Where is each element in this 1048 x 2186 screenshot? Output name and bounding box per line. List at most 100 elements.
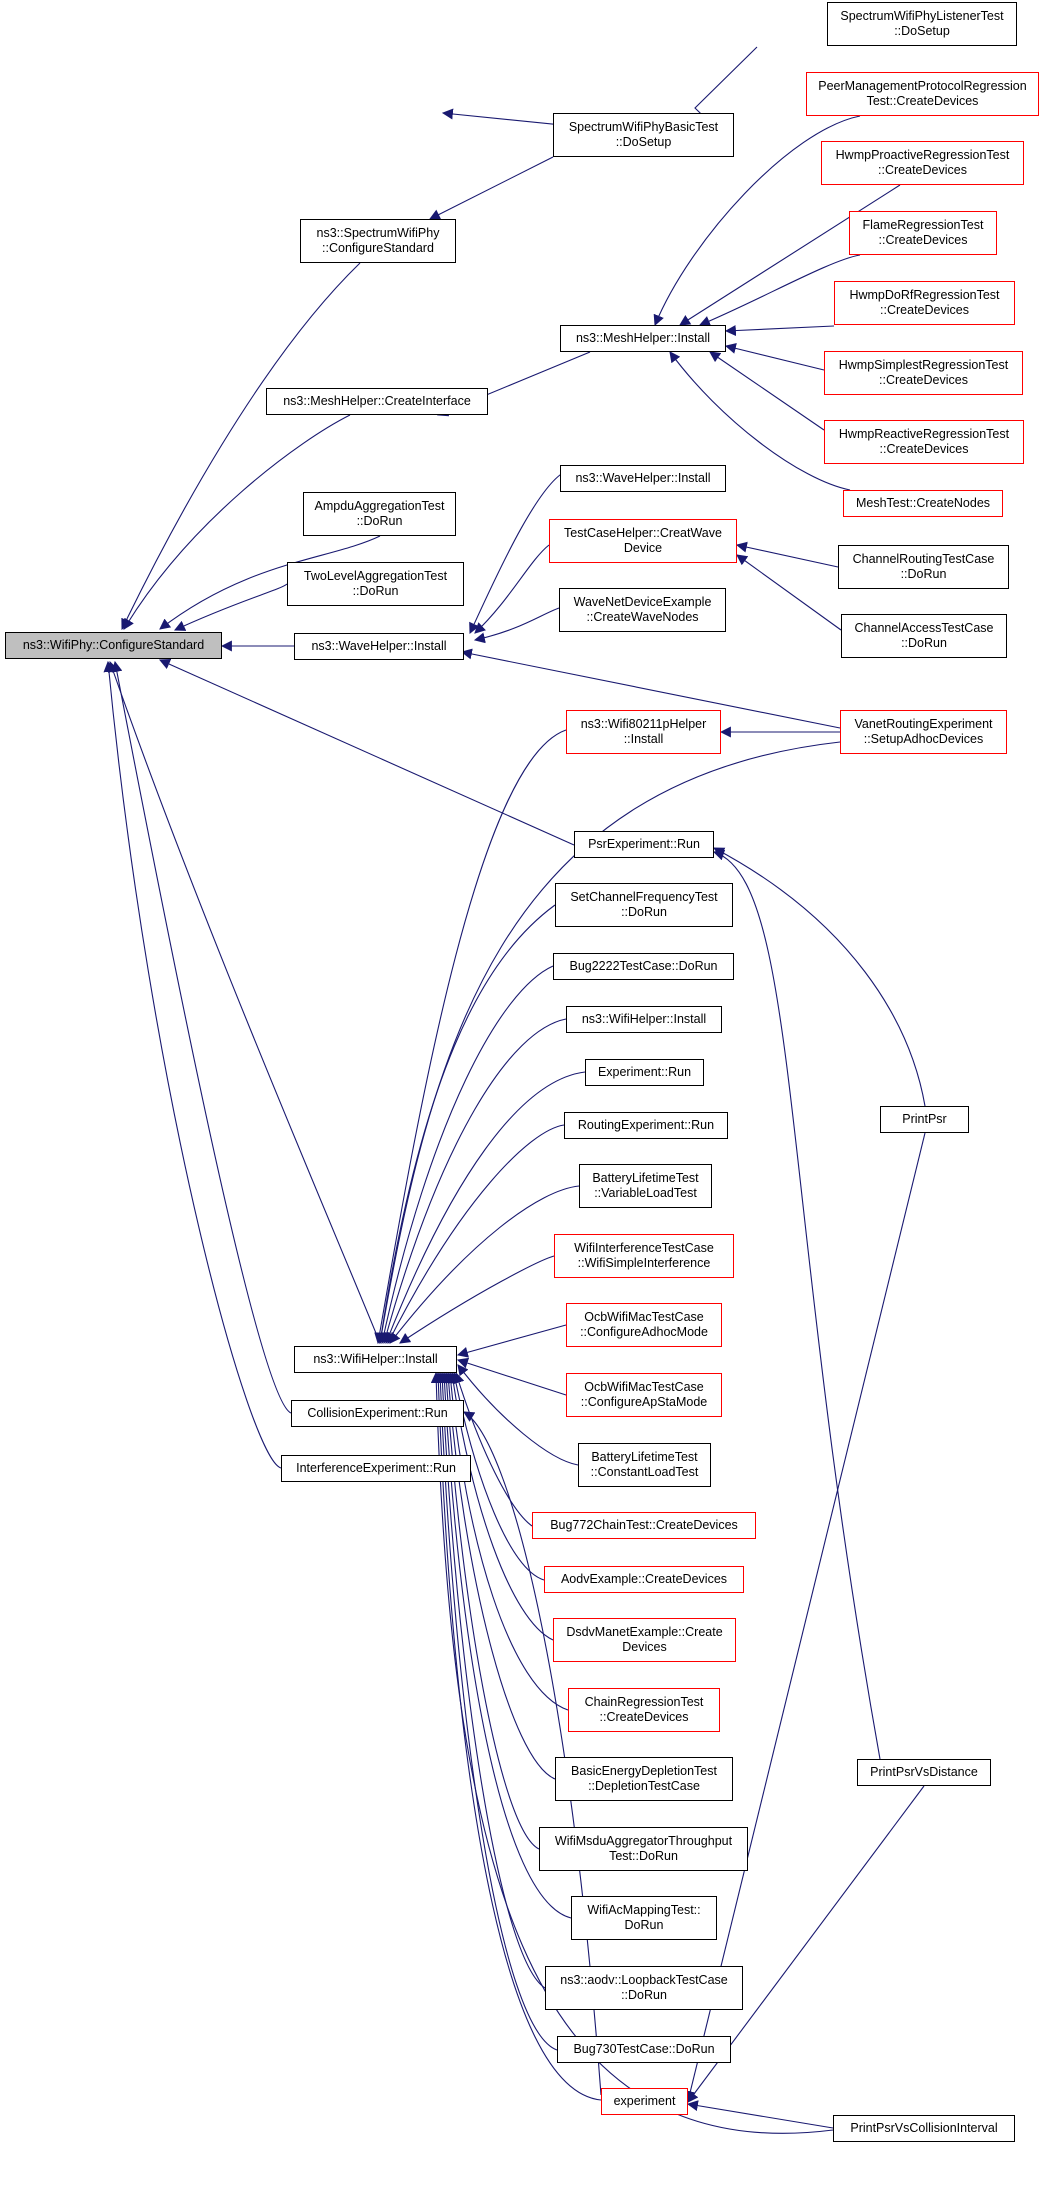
node-label: VanetRoutingExperiment [854,717,993,731]
node-label: ::Install [623,732,664,746]
node-label: ::DepletionTestCase [588,1779,700,1793]
call-edge [460,648,841,729]
node-collisionexperiment-run[interactable]: CollisionExperiment::Run [291,1400,464,1427]
node-label: Device [623,541,663,555]
call-edge [387,1124,565,1344]
node-meshhelper-install[interactable]: ns3::MeshHelper::Install [560,325,726,352]
call-edge [447,1371,554,1641]
node-batterylifetimetest-constantloadtest[interactable]: BatteryLifetimeTest ::ConstantLoadTest [578,1443,711,1487]
node-experiment[interactable]: experiment [601,2088,688,2115]
node-label: ::DoRun [621,1988,667,2002]
node-hwmpproactiveregressiontest-createdevices[interactable]: HwmpProactiveRegressionTest ::CreateDevi… [821,141,1024,185]
node-bug772chaintest-createdevices[interactable]: Bug772ChainTest::CreateDevices [532,1512,756,1539]
node-label: HwmpSimplestRegressionTest [838,358,1009,372]
call-edge [381,1018,567,1345]
node-wifimsduaggregatorthroughputtest-dorun[interactable]: WifiMsduAggregatorThroughput Test::DoRun [539,1827,748,1871]
node-chainregressiontest-createdevices[interactable]: ChainRegressionTest ::CreateDevices [568,1688,720,1732]
node-ampduaggregationtest-dorun[interactable]: AmpduAggregationTest ::DoRun [303,492,456,536]
node-hwmpreactiveregressiontest-createdevices[interactable]: HwmpReactiveRegressionTest ::CreateDevic… [824,420,1024,464]
node-flameregressiontest-createdevices[interactable]: FlameRegressionTest ::CreateDevices [849,211,997,255]
node-label: Test::DoRun [609,1849,678,1863]
node-printpsrvsdistance[interactable]: PrintPsrVsDistance [857,1759,991,1786]
call-edge [445,1371,569,1711]
node-label: ::CreateDevices [879,373,968,387]
node-label: Devices [622,1640,667,1654]
node-experiment-run[interactable]: Experiment::Run [585,1059,704,1086]
node-channelaccesstestcase-dorun[interactable]: ChannelAccessTestCase ::DoRun [841,614,1007,658]
node-spectrumwifiphy-configurestandard[interactable]: ns3::SpectrumWifiPhy ::ConfigureStandard [300,219,456,263]
call-edge [158,659,575,846]
node-label: Test::CreateDevices [866,94,979,108]
edge-layer [103,46,926,2134]
node-ocbwifimactestcase-configureapstamode[interactable]: OcbWifiMacTestCase ::ConfigureApStaMode [566,1373,722,1417]
node-label: ChannelRoutingTestCase [852,552,995,566]
node-vanetroutingexperiment-setupadhocdevices[interactable]: VanetRoutingExperiment ::SetupAdhocDevic… [840,710,1007,754]
node-spectrumwifiphybasictest-dosetup[interactable]: SpectrumWifiPhyBasicTest ::DoSetup [553,113,734,157]
node-testcasehelper-creatwavedevice[interactable]: TestCaseHelper::CreatWave Device [549,519,737,563]
call-edge [399,1255,555,1344]
call-edge [686,2100,834,2129]
node-printpsr[interactable]: PrintPsr [880,1106,969,1133]
call-edge [432,1371,602,2101]
call-edge [443,1371,556,1780]
node-wifiinterferencetestcase-wifisimpleinterference[interactable]: WifiInterferenceTestCase ::WifiSimpleInt… [554,1234,734,1278]
node-psrexperiment-run[interactable]: PsrExperiment::Run [574,831,714,858]
node-channelroutingtestcase-dorun[interactable]: ChannelRoutingTestCase ::DoRun [838,545,1009,589]
node-wifihelper-install[interactable]: ns3::WifiHelper::Install [294,1346,457,1373]
node-label: experiment [613,2094,676,2108]
node-setchannelfrequencytest-dorun[interactable]: SetChannelFrequencyTest ::DoRun [555,883,733,927]
call-edge [439,1371,572,1919]
node-interferenceexperiment-run[interactable]: InterferenceExperiment::Run [281,1455,471,1482]
node-label: ChainRegressionTest [584,1695,704,1709]
call-edge [653,115,861,327]
node-aodv-loopbacktestcase-dorun[interactable]: ns3::aodv::LoopbackTestCase ::DoRun [545,1966,743,2010]
call-edge [436,1371,546,1989]
node-wavehelper-install[interactable]: ns3::WaveHelper::Install [294,633,464,660]
call-edge [121,262,361,630]
call-edge [103,660,282,1469]
node-routingexperiment-run[interactable]: RoutingExperiment::Run [564,1112,728,1139]
node-label: DsdvManetExample::Create [566,1625,723,1639]
node-wifiacmappingtest-dorun[interactable]: WifiAcMappingTest:: DoRun [571,1896,717,1940]
node-wifihelper-install-small[interactable]: ns3::WifiHelper::Install [566,1006,722,1033]
node-meshhelper-createinterface[interactable]: ns3::MeshHelper::CreateInterface [266,388,488,415]
call-edge [384,1071,586,1345]
call-edge [123,414,351,630]
call-edge [469,469,571,634]
node-ocbwifimactestcase-configureadhocmode[interactable]: OcbWifiMacTestCase ::ConfigureAdhocMode [566,1303,722,1347]
node-batterylifetimetest-variableloadtest[interactable]: BatteryLifetimeTest ::VariableLoadTest [579,1164,712,1208]
node-printpsrvscollisioninterval[interactable]: PrintPsrVsCollisionInterval [833,2115,1015,2142]
node-twolevelaggregationtest-dorun[interactable]: TwoLevelAggregationTest ::DoRun [287,562,464,606]
node-label: WifiInterferenceTestCase [574,1241,714,1255]
node-wavenetdeviceexample-createwavenodes[interactable]: WaveNetDeviceExample ::CreateWaveNodes [559,588,726,632]
node-basicenergydepletiontest-depletiontestcase[interactable]: BasicEnergyDepletionTest ::DepletionTest… [555,1757,733,1801]
node-label: ::DoRun [621,905,667,919]
node-meshtest-createnodes[interactable]: MeshTest::CreateNodes [843,490,1003,517]
node-label: ::DoSetup [894,24,950,38]
node-spectrumwifiphylistenertest-dosetup[interactable]: SpectrumWifiPhyListenerTest ::DoSetup [827,2,1017,46]
node-label: PsrExperiment::Run [588,837,700,851]
node-label: OcbWifiMacTestCase [584,1380,704,1394]
node-label: Bug772ChainTest::CreateDevices [550,1518,738,1532]
node-label: SpectrumWifiPhyListenerTest [840,9,1004,23]
node-label: ::DoRun [901,636,947,650]
node-label: ns3::Wifi80211pHelper [580,717,707,731]
node-bug730testcase-dorun[interactable]: Bug730TestCase::DoRun [557,2036,731,2063]
node-label: ::DoRun [900,567,947,581]
node-wavehelper-install-top[interactable]: ns3::WaveHelper::Install [560,465,726,492]
call-edge [441,1371,540,1850]
node-label: WifiAcMappingTest:: [587,1903,701,1917]
node-dsdvmanetexample-createdevices[interactable]: DsdvManetExample::Create Devices [553,1618,736,1662]
node-label: ::CreateWaveNodes [586,610,699,624]
node-hwmpdorfregressiontest-createdevices[interactable]: HwmpDoRfRegressionTest ::CreateDevices [834,281,1015,325]
node-bug2222testcase-dorun[interactable]: Bug2222TestCase::DoRun [553,953,734,980]
call-edge [174,583,288,631]
call-edge [430,1371,834,2134]
node-label: HwmpDoRfRegressionTest [849,288,1000,302]
node-wifi80211phelper-install[interactable]: ns3::Wifi80211pHelper ::Install [566,710,721,754]
node-hwmpsimplestregressiontest-createdevices[interactable]: HwmpSimplestRegressionTest ::CreateDevic… [824,351,1023,395]
node-aodvexample-createdevices[interactable]: AodvExample::CreateDevices [544,1566,744,1593]
node-peermanagementprotocolregressiontest-createdevices[interactable]: PeerManagementProtocolRegression Test::C… [806,72,1039,116]
node-label: MeshTest::CreateNodes [855,496,991,510]
